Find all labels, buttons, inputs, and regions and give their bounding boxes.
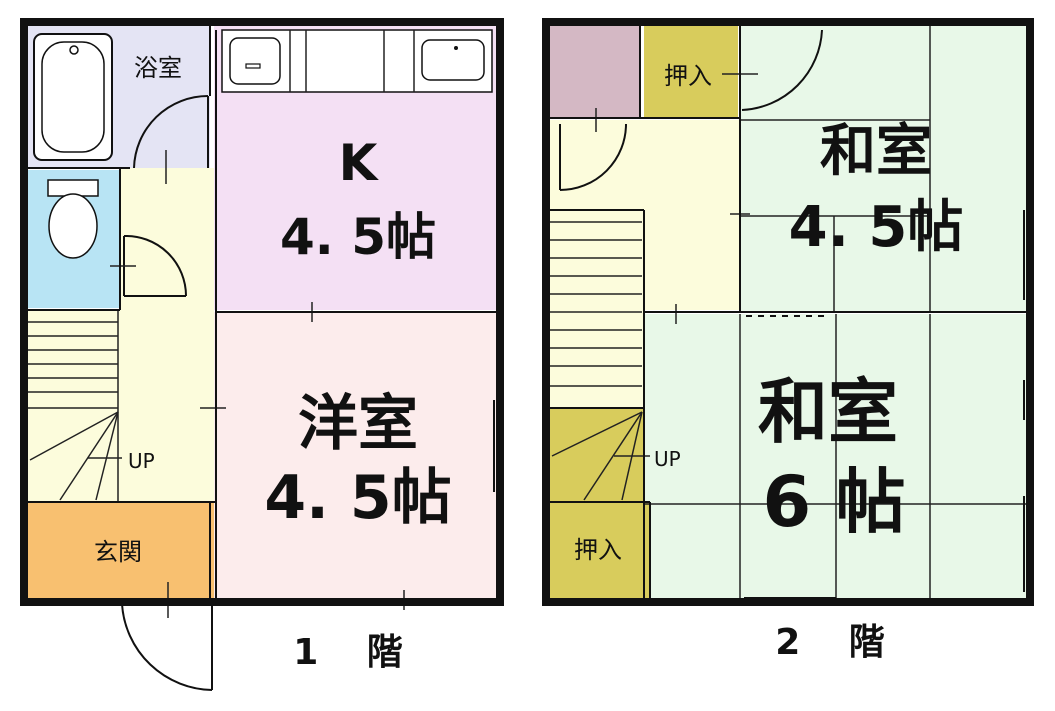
japanese-small-label-name: 和室	[820, 119, 932, 184]
hall-area	[120, 168, 214, 502]
stairs-up-label-2f: UP	[654, 447, 681, 471]
door-swings-2f	[559, 29, 826, 324]
stairs-area-1f	[28, 310, 120, 502]
japanese-large-area	[644, 314, 1030, 600]
western-room-area	[214, 312, 500, 600]
tatami-grid	[644, 26, 1030, 600]
bathtub-icon	[33, 33, 113, 161]
closet-bottom-label: 押入	[574, 536, 622, 564]
sink-icon	[421, 39, 485, 81]
japanese-small-label-size: 4. 5帖	[789, 195, 964, 260]
storage-pink-area	[550, 26, 640, 118]
closet-bottom-area	[550, 502, 650, 600]
door-swings-1f	[110, 95, 405, 691]
kitchen-label-name: K	[339, 134, 380, 192]
stairs-1f	[28, 321, 122, 501]
western-room-label-size: 4. 5帖	[264, 463, 451, 533]
bath-label: 浴室	[134, 54, 182, 82]
kitchen-counter	[221, 29, 493, 93]
floor-2-label: 2 階	[775, 622, 885, 663]
stairs-up-label-1f: UP	[128, 449, 155, 473]
entrance-label: 玄関	[94, 538, 142, 566]
western-room-label-name: 洋室	[298, 389, 418, 459]
stove-icon	[229, 37, 281, 85]
walls-1f	[20, 18, 504, 606]
floor-2-plan: 押入 和室 4. 5帖 和室 6 帖 UP 押入 2 階	[542, 18, 1034, 663]
closet-top-label: 押入	[664, 62, 712, 90]
japanese-large-label-size: 6 帖	[762, 461, 905, 543]
kitchen-label-size: 4. 5帖	[280, 208, 436, 266]
entrance-area	[28, 502, 214, 600]
stairs-2f	[550, 221, 650, 501]
japanese-large-label-name: 和室	[758, 371, 898, 453]
walls-2f	[542, 18, 1034, 606]
toilet-icon	[47, 179, 99, 259]
floor-1-plan: 浴室 K 4. 5帖 洋室 4. 5帖 UP 玄関 1 階	[20, 18, 504, 691]
stairs-closet-area	[550, 408, 644, 502]
floor-1-label: 1 階	[293, 632, 403, 673]
stairs-2f-area	[550, 210, 644, 408]
closet-top-area	[644, 26, 738, 118]
japanese-small-area	[740, 26, 1030, 312]
